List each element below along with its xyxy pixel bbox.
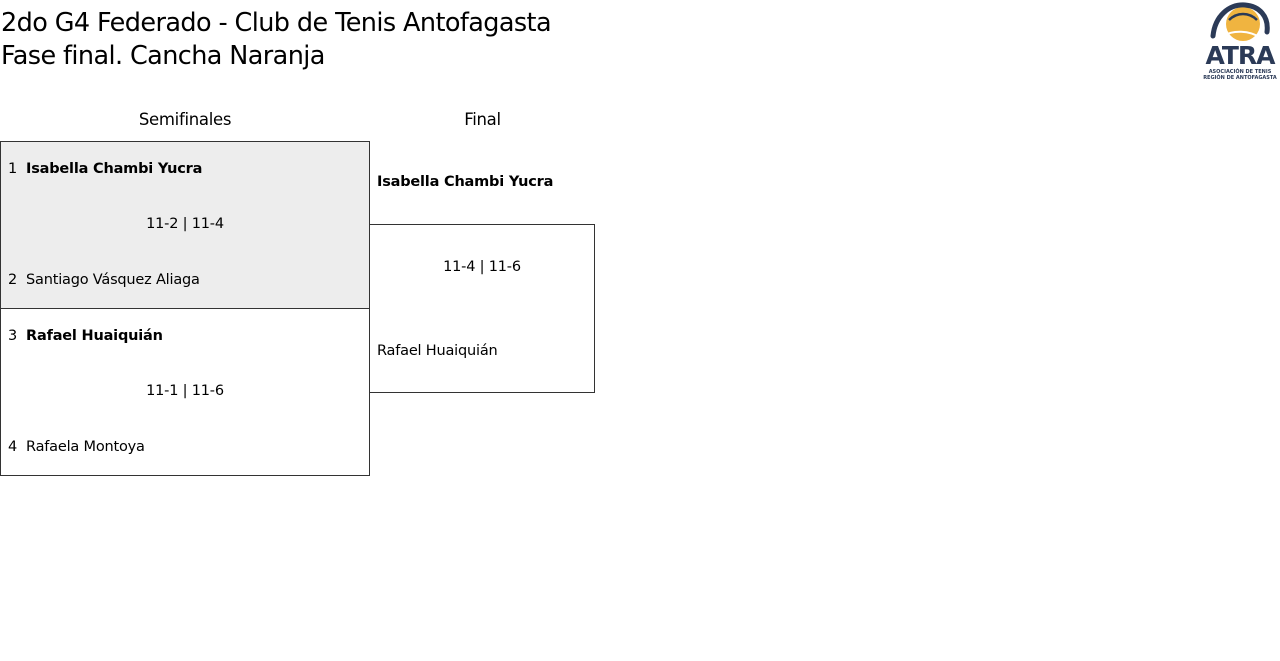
player-row[interactable]: 4 Rafaela Montoya <box>8 437 145 457</box>
player-name: Rafael Huaiquián <box>26 328 163 344</box>
seed-number: 1 <box>8 161 18 177</box>
player-name: Rafaela Montoya <box>26 439 145 455</box>
seed-number: 2 <box>8 272 18 288</box>
logo-subtitle-2: REGIÓN DE ANTOFAGASTA <box>1203 74 1277 81</box>
final-runner-up-name[interactable]: Rafael Huaiquián <box>377 343 498 359</box>
seed-number: 4 <box>8 439 18 455</box>
semifinal-match-1[interactable]: 1 Isabella Chambi Yucra 11-2 | 11-4 2 Sant… <box>0 141 370 309</box>
player-name: Santiago Vásquez Aliaga <box>26 272 200 288</box>
tournament-name: 2do G4 Federado - Club de Tenis Antofaga… <box>1 8 552 38</box>
round-header-semifinals: Semifinales <box>138 110 232 129</box>
match-score: 11-2 | 11-4 <box>146 216 224 232</box>
round-header-final: Final <box>464 110 501 129</box>
logo-subtitle-1: ASOCIACIÓN DE TENIS <box>1209 68 1272 75</box>
final-match[interactable]: 11-4 | 11-6 Rafael Huaiquián <box>369 224 595 393</box>
player-row[interactable]: 1 Isabella Chambi Yucra <box>8 159 202 179</box>
final-winner-name[interactable]: Isabella Chambi Yucra <box>377 174 554 190</box>
atra-logo: ATRA ASOCIACIÓN DE TENIS REGIÓN DE ANTOF… <box>1203 2 1277 82</box>
semifinal-match-2[interactable]: 3 Rafael Huaiquián 11-1 | 11-6 4 Rafaela M… <box>0 308 370 476</box>
match-score: 11-1 | 11-6 <box>146 383 224 399</box>
logo-text: ATRA <box>1205 41 1276 70</box>
player-row[interactable]: 3 Rafael Huaiquián <box>8 326 163 346</box>
final-score: 11-4 | 11-6 <box>443 259 521 275</box>
page-title: 2do G4 Federado - Club de Tenis Antofaga… <box>1 7 552 73</box>
phase-name: Fase final. Cancha Naranja <box>1 41 325 71</box>
player-row[interactable]: 2 Santiago Vásquez Aliaga <box>8 270 200 290</box>
player-name: Isabella Chambi Yucra <box>26 161 203 177</box>
seed-number: 3 <box>8 328 18 344</box>
